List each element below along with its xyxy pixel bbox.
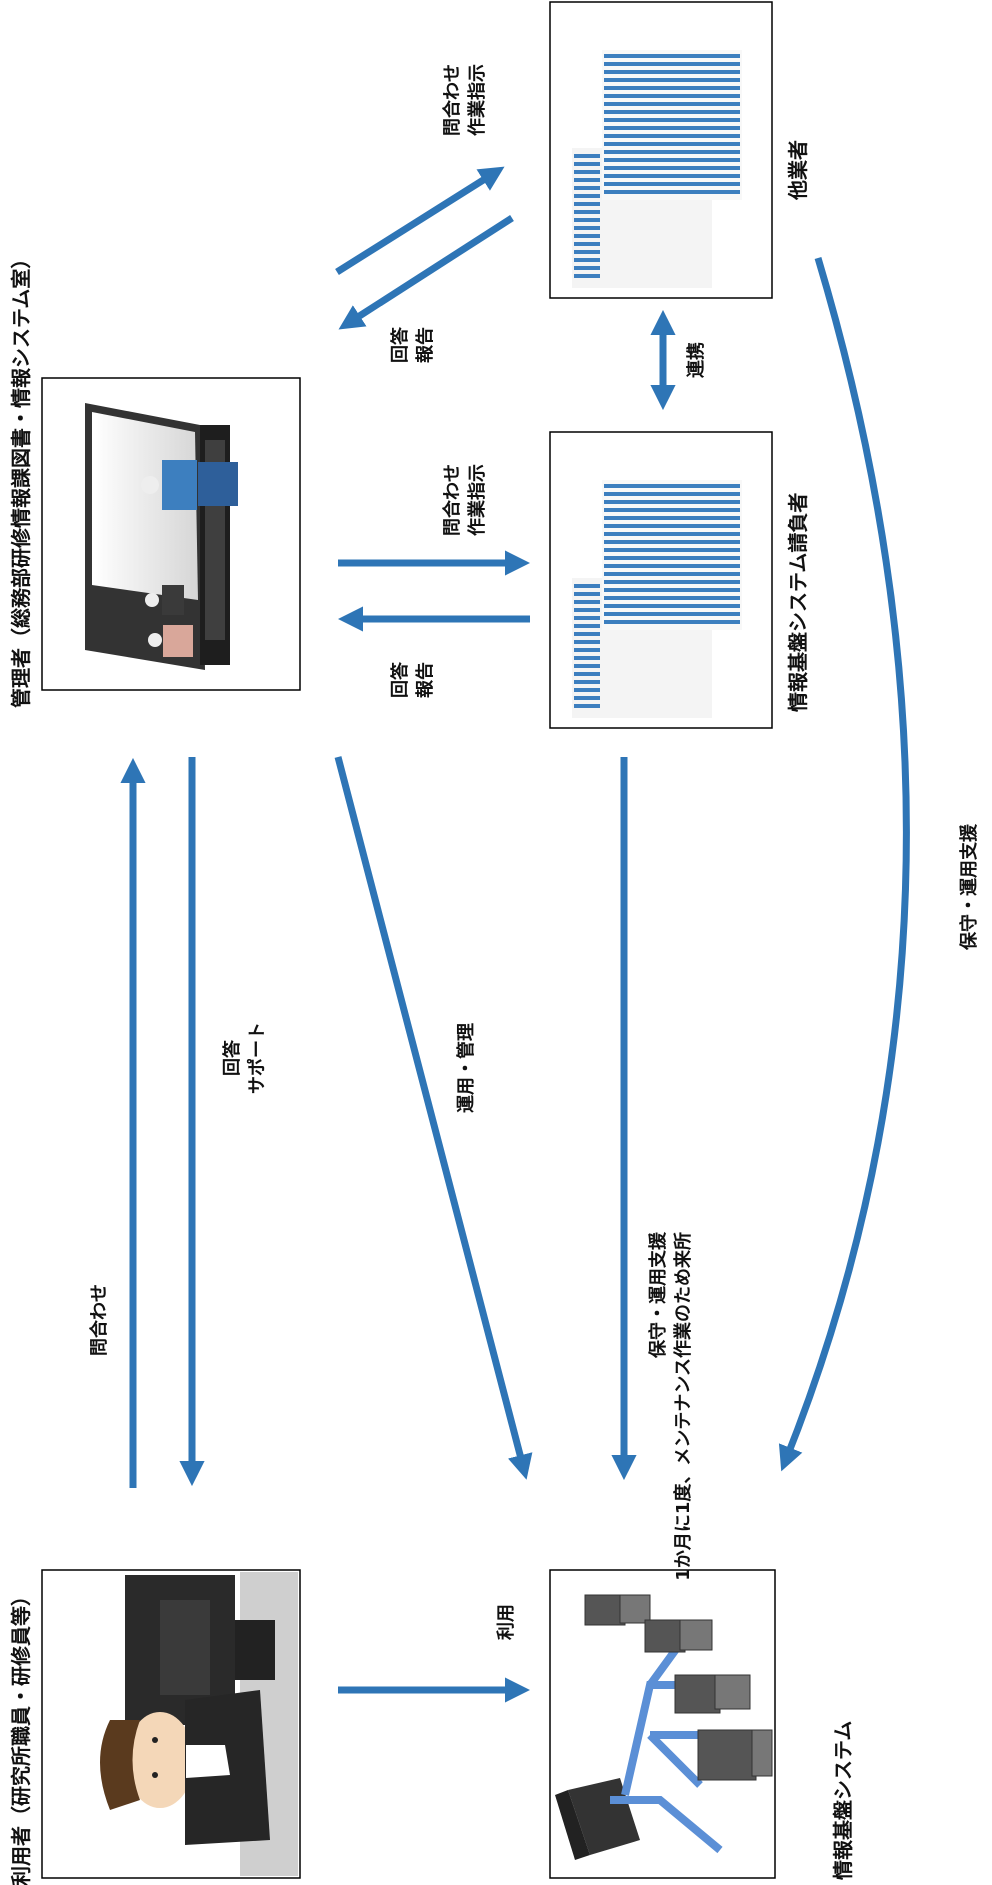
svg-text:情報基盤システム請負者: 情報基盤システム請負者 (786, 493, 810, 712)
label-contractor-to-admin-1: 回答 (389, 661, 411, 698)
label-contractor-to-system-2: 1か月に1度、メンテナンス作業のため来所 (672, 1232, 694, 1581)
system-node-caption: 情報基盤システム (831, 1721, 855, 1880)
label-admin-to-contractor-1: 問合わせ (441, 464, 463, 536)
contractor-node-caption: 情報基盤システム請負者 (786, 493, 810, 712)
edge-other-to-admin (347, 218, 512, 324)
admin-node-caption: 管理者（総務部研修情報課図書・情報システム室） (9, 249, 33, 708)
edge-admin-to-other (337, 172, 496, 272)
other-node-image (550, 2, 772, 298)
label-other-to-admin-1: 回答 (389, 326, 411, 363)
label-other-to-system: 保守・運用支援 (958, 823, 980, 951)
label-contractor-other: 連携 (685, 342, 707, 378)
edge-admin-to-system (338, 757, 524, 1470)
label-other-to-admin-2: 報告 (414, 327, 436, 363)
svg-text:情報基盤システム: 情報基盤システム (831, 1721, 855, 1880)
svg-text:管理者（総務部研修情報課図書・情報システム室）: 管理者（総務部研修情報課図書・情報システム室） (9, 249, 33, 708)
other-node-caption: 他業者 (786, 140, 810, 201)
label-contractor-to-admin-2: 報告 (414, 662, 436, 698)
label-contractor-to-system-1: 保守・運用支援 (647, 1231, 669, 1359)
contractor-node-image (550, 432, 772, 728)
label-admin-to-user-1: 回答 (221, 1039, 243, 1076)
label-admin-to-system: 運用・管理 (455, 1023, 477, 1113)
svg-text:利用者（研究所職員・研修員等）: 利用者（研究所職員・研修員等） (9, 1586, 33, 1885)
system-node-image (550, 1570, 775, 1878)
label-user-to-system: 利用 (495, 1604, 517, 1640)
label-admin-to-other-2: 作業指示 (466, 64, 488, 136)
label-user-to-admin: 問合わせ (88, 1284, 110, 1356)
user-node-caption: 利用者（研究所職員・研修員等） (9, 1586, 33, 1885)
label-admin-to-other-1: 問合わせ (441, 64, 463, 136)
admin-node-image (42, 378, 300, 690)
label-admin-to-user-2: サポート (246, 1022, 268, 1094)
svg-text:他業者: 他業者 (786, 140, 810, 201)
edge-other-to-system (785, 258, 906, 1462)
label-admin-to-contractor-2: 作業指示 (466, 464, 488, 536)
user-node-image (42, 1570, 300, 1878)
